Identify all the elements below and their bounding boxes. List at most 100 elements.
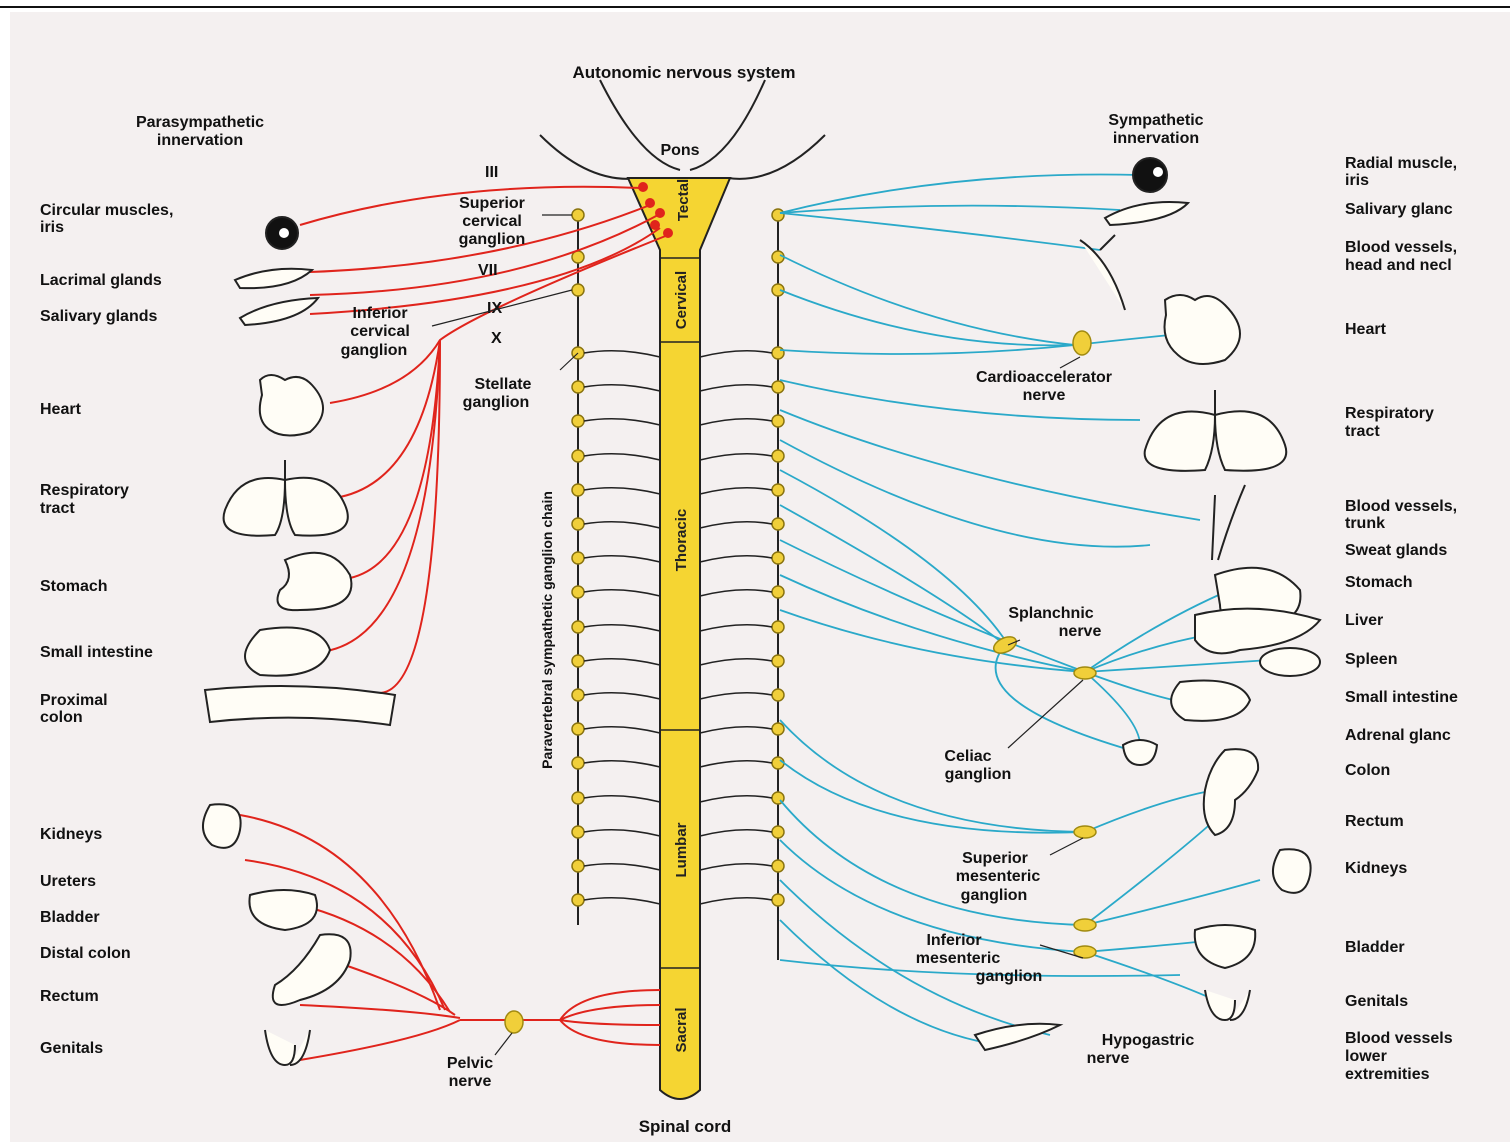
left-chain-ganglion (572, 826, 584, 838)
diagram-title: Autonomic nervous system (573, 63, 796, 82)
label-stellate-1: Stellate (475, 376, 532, 393)
left-chain-ganglion (572, 860, 584, 872)
label-inf-cervical-1: Inferior (352, 305, 407, 322)
label-small-intestine-left: Small intestine (40, 644, 153, 661)
label-inf-cervical-3: ganglion (341, 342, 408, 359)
right-chain-ganglion (772, 757, 784, 769)
label-heart-left: Heart (40, 401, 82, 418)
label-spleen: Spleen (1345, 651, 1397, 668)
right-chain-ganglion (772, 655, 784, 667)
left-chain-ganglion (572, 792, 584, 804)
label-proximal-colon-2: colon (40, 709, 83, 726)
left-chain-ganglion (572, 655, 584, 667)
label-sweat: Sweat glands (1345, 542, 1447, 559)
label-cardioaccelerator-2: nerve (1023, 387, 1066, 404)
label-pelvic-1: Pelvic (447, 1055, 493, 1072)
label-radial-muscle-1: Radial muscle, (1345, 155, 1457, 172)
left-heading-line2: innervation (157, 132, 243, 149)
label-stomach-left: Stomach (40, 578, 108, 595)
left-chain-ganglion (572, 450, 584, 462)
kidney-right-icon (1273, 849, 1311, 893)
label-radial-muscle-2: iris (1345, 172, 1369, 189)
label-cn-vii: VII (478, 262, 498, 279)
label-cn-iii: III (485, 164, 498, 181)
label-genitals-right: Genitals (1345, 993, 1408, 1010)
label-circular-muscles-1: Circular muscles, (40, 202, 173, 219)
celiac-ganglion (1074, 667, 1096, 679)
label-bladder-left: Bladder (40, 909, 100, 926)
label-stomach-right: Stomach (1345, 574, 1413, 591)
label-respiratory-right-2: tract (1345, 423, 1380, 440)
label-inf-mes-2: mesenteric (916, 950, 1001, 967)
label-splanchnic-1: Splanchnic (1008, 605, 1093, 622)
label-sup-mes-2: mesenteric (956, 868, 1041, 885)
right-chain-ganglion (772, 415, 784, 427)
label-blood-lower-2: lower (1345, 1048, 1387, 1065)
label-pelvic-2: nerve (449, 1073, 492, 1090)
label-inf-mes-3: ganglion (976, 968, 1043, 985)
label-adrenal: Adrenal glanc (1345, 727, 1451, 744)
label-inf-cervical-2: cervical (350, 323, 410, 340)
label-blood-head-2: head and necl (1345, 257, 1452, 274)
left-chain-ganglion (572, 552, 584, 564)
segment-thoracic: Thoracic (673, 509, 690, 572)
label-liver: Liver (1345, 612, 1383, 629)
label-heart-right: Heart (1345, 321, 1387, 338)
right-chain-ganglion (772, 621, 784, 633)
right-chain-ganglion (772, 826, 784, 838)
label-sup-cervical-1: Superior (459, 195, 525, 212)
label-lacrimal: Lacrimal glands (40, 272, 162, 289)
adrenal-gland-icon (1123, 740, 1157, 765)
right-chain-ganglion (772, 586, 784, 598)
left-heading-line1: Parasympathetic (136, 114, 264, 131)
pelvic-ganglion (505, 1011, 523, 1033)
label-respiratory-left-2: tract (40, 500, 75, 517)
right-chain-ganglion (772, 552, 784, 564)
right-chain-ganglion (772, 209, 784, 221)
label-kidneys-right: Kidneys (1345, 860, 1407, 877)
right-heading-line2: innervation (1113, 130, 1199, 147)
left-chain-ganglion (572, 894, 584, 906)
label-kidneys-left: Kidneys (40, 826, 102, 843)
left-chain-ganglion (572, 381, 584, 393)
label-ureters: Ureters (40, 873, 96, 890)
left-chain-ganglion (572, 209, 584, 221)
spinal-cord-label: Spinal cord (639, 1117, 732, 1136)
label-circular-muscles-2: iris (40, 219, 64, 236)
right-chain-ganglion (772, 518, 784, 530)
label-respiratory-left-1: Respiratory (40, 482, 129, 499)
label-hypogastric-2: nerve (1087, 1050, 1130, 1067)
left-chain-ganglion (572, 757, 584, 769)
left-chain-ganglion (572, 621, 584, 633)
label-blood-lower-3: extremities (1345, 1066, 1430, 1083)
label-splanchnic-2: nerve (1059, 623, 1102, 640)
label-celiac-2: ganglion (945, 766, 1012, 783)
left-chain-ganglion (572, 284, 584, 296)
left-chain-ganglion (572, 415, 584, 427)
right-chain-ganglion (772, 381, 784, 393)
stomach-left-icon (278, 553, 352, 610)
label-blood-trunk-2: trunk (1345, 515, 1385, 532)
label-blood-head-1: Blood vessels, (1345, 239, 1457, 256)
label-small-intestine-right: Small intestine (1345, 689, 1458, 706)
label-sup-cervical-3: ganglion (459, 231, 526, 248)
label-rectum-right: Rectum (1345, 813, 1404, 830)
label-salivary-right: Salivary glanc (1345, 201, 1453, 218)
label-cardioaccelerator-1: Cardioaccelerator (976, 369, 1112, 386)
kidney-left-icon (203, 804, 241, 848)
left-chain-ganglion (572, 484, 584, 496)
label-distal-colon: Distal colon (40, 945, 131, 962)
label-blood-lower-1: Blood vessels (1345, 1030, 1453, 1047)
label-cn-x: X (491, 330, 502, 347)
label-sup-cervical-2: cervical (462, 213, 522, 230)
label-sup-mes-3: ganglion (961, 887, 1028, 904)
right-chain-ganglion (772, 723, 784, 735)
left-chain-ganglion (572, 689, 584, 701)
segment-tectal: Tectal (675, 179, 692, 221)
right-heading-line1: Sympathetic (1108, 112, 1203, 129)
label-hypogastric-1: Hypogastric (1102, 1032, 1195, 1049)
right-chain-ganglion (772, 860, 784, 872)
chain-label: Paravertebral sympathetic ganglion chain (539, 491, 555, 769)
left-chain-ganglion (572, 586, 584, 598)
